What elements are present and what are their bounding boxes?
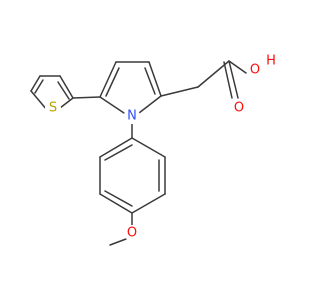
atom-s-thiophene: S (45, 100, 61, 116)
carbonyl-oxygen-label: O (234, 101, 244, 116)
structure-canvas: S N O H O O (30, 54, 276, 246)
hydroxyl-oxygen-label: O (250, 63, 260, 78)
atom-n-pyrrole: N (124, 108, 140, 124)
sulfur-label: S (49, 101, 57, 116)
atom-o-carbonyl: O (231, 100, 247, 116)
atom-o-hydroxyl: O (247, 62, 263, 78)
atom-h-hydroxyl: H (266, 54, 276, 69)
hydroxyl-hydrogen-label: H (266, 54, 276, 69)
thiophene-pyrrole-bond (72, 96, 101, 99)
methoxy-group (109, 212, 133, 246)
pyrrole-ring (99, 61, 162, 114)
nitrogen-label: N (127, 109, 137, 124)
molecule-structure: S N O H O O (30, 54, 276, 246)
methoxyphenyl-ring (99, 137, 166, 214)
thiophene-ring (30, 75, 74, 111)
atom-o-methoxy: O (124, 225, 140, 241)
propanoic-acid-chain (160, 60, 247, 99)
methoxy-oxygen-label: O (127, 226, 137, 241)
